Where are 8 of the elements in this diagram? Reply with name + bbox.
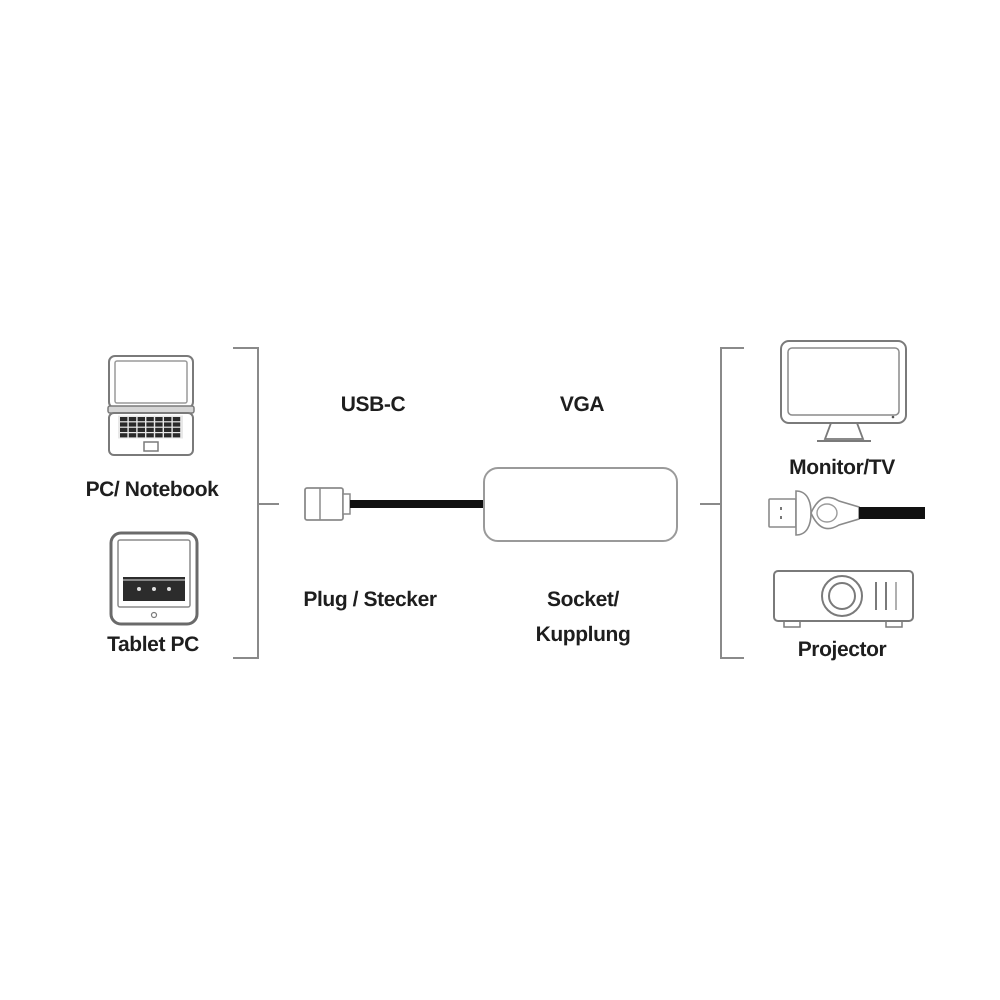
- part-label: Plug / Stecker: [303, 587, 437, 613]
- connector-type-label: USB-C: [340, 392, 406, 418]
- connector-type-label: VGA: [560, 392, 604, 418]
- device-caption: Tablet PC: [107, 632, 199, 658]
- device-caption: PC/ Notebook: [86, 477, 218, 503]
- device-caption: Projector: [798, 637, 886, 663]
- device-caption: Monitor/TV: [789, 455, 895, 481]
- part-label: Socket/ Kupplung: [536, 587, 630, 648]
